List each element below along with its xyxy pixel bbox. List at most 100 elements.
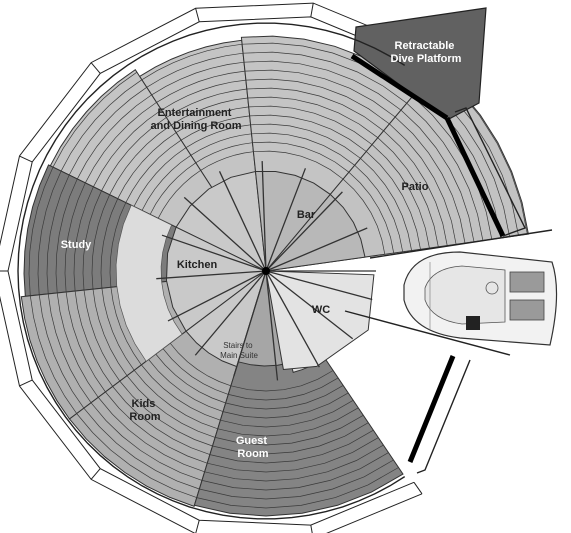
guest-sector-plank bbox=[215, 414, 364, 446]
railing-post-8 bbox=[195, 520, 200, 533]
guest-sector bbox=[193, 269, 404, 517]
entertainment-sector-west-plank bbox=[151, 61, 245, 96]
spoke-beam bbox=[265, 270, 373, 301]
entertainment-sector-plank bbox=[250, 123, 361, 159]
study-sector-plank bbox=[82, 190, 102, 291]
dining-sector-plank bbox=[109, 124, 172, 195]
guest-sector-plank bbox=[217, 407, 359, 437]
guest-sector-plank bbox=[222, 392, 349, 419]
guest-railing bbox=[416, 359, 471, 474]
entertainment-sector-plank bbox=[243, 60, 402, 111]
entertainment-sector-west-plank bbox=[161, 79, 246, 111]
patio-railing bbox=[454, 107, 526, 237]
kids-sector-north-plank bbox=[110, 287, 142, 366]
boat-seat-1 bbox=[509, 271, 545, 293]
dining-sector-plank bbox=[76, 94, 152, 180]
kitchen-label: Kitchen bbox=[177, 259, 218, 271]
spoke-beam bbox=[233, 270, 267, 377]
kids-sector-plank bbox=[133, 370, 218, 430]
guest-wall-east bbox=[407, 355, 456, 463]
entertainment-sector-west-plank bbox=[185, 124, 251, 149]
entertainment-sector-west-plank bbox=[166, 88, 247, 118]
study-sector-plank bbox=[55, 178, 78, 294]
kids-sector-plank bbox=[83, 407, 200, 490]
entertainment-sector-plank bbox=[252, 141, 350, 173]
guest-sector-plank bbox=[230, 370, 334, 392]
patio-sector-plank bbox=[377, 137, 439, 247]
spoke-beam bbox=[194, 270, 267, 356]
stairs-label: Stairs to Main Suite bbox=[220, 341, 258, 360]
railing-post-6 bbox=[19, 379, 33, 387]
dining-sector-plank bbox=[68, 87, 147, 176]
study-sector-plank bbox=[109, 202, 127, 288]
guest-sector-plank bbox=[207, 437, 379, 473]
entertainment-sector-plank bbox=[243, 51, 408, 104]
entertainment-sector-west-plank bbox=[171, 97, 248, 126]
spoke-beam bbox=[265, 227, 368, 272]
spoke-beam bbox=[156, 270, 267, 280]
dining-sector-plank bbox=[93, 109, 162, 187]
railing-post-7 bbox=[90, 468, 101, 480]
wc-label: WC bbox=[312, 304, 330, 316]
guest-sector-plank bbox=[199, 459, 394, 500]
railing-post-1 bbox=[310, 3, 314, 18]
kids-sector-north-plank bbox=[92, 289, 128, 376]
dining-sector-plank bbox=[52, 71, 138, 168]
patio-sector-plank bbox=[354, 165, 404, 252]
entertainment-sector-west-plank bbox=[190, 133, 252, 156]
kids-sector-plank bbox=[76, 413, 197, 498]
bar-label: Bar bbox=[297, 209, 316, 221]
dining-sector-plank bbox=[60, 79, 143, 172]
patio-sector-plank bbox=[348, 171, 395, 254]
bar-sector-east bbox=[264, 193, 366, 272]
entertainment-sector-plank bbox=[244, 69, 396, 118]
boat-wheel bbox=[485, 281, 499, 295]
entertainment-room-label: Entertainment and Dining Room bbox=[150, 107, 241, 132]
kids-sector-north-plank bbox=[38, 294, 85, 409]
spoke-beam bbox=[261, 161, 267, 272]
patio-sector-plank bbox=[342, 178, 386, 255]
kids-sector-plank bbox=[141, 364, 221, 421]
guest-sector-plank bbox=[201, 452, 389, 491]
dining-sector-plank bbox=[149, 162, 196, 215]
patio-sector-plank bbox=[400, 109, 475, 242]
dock-edge-south bbox=[344, 310, 511, 356]
guest-sector-plank bbox=[228, 377, 339, 401]
kids-sector-north-plank bbox=[65, 291, 106, 393]
guest-sector-plank bbox=[204, 444, 384, 482]
spoke-beam bbox=[265, 270, 354, 340]
boat-seat-2 bbox=[509, 299, 545, 321]
kids-sector-plank bbox=[112, 386, 211, 455]
kids-sector-plank bbox=[119, 380, 213, 447]
spoke-beam bbox=[183, 196, 267, 272]
entertainment-sector-west-plank bbox=[180, 115, 250, 141]
dining-sector-plank bbox=[141, 155, 192, 211]
entertainment-sector-plank bbox=[247, 96, 379, 138]
study-sector-plank bbox=[73, 186, 94, 292]
dining-sector-plank bbox=[125, 139, 182, 203]
railing-post-10 bbox=[413, 482, 423, 495]
kids-sector-plank bbox=[126, 375, 216, 438]
entertainment-sector-west-plank bbox=[156, 70, 246, 103]
entertainment-sector-plank bbox=[249, 114, 367, 152]
entertainment-sector-plank bbox=[245, 78, 390, 125]
entertainment-sector-west-plank bbox=[141, 43, 243, 81]
railing-post-4 bbox=[19, 155, 33, 163]
study-sector-plank bbox=[37, 170, 62, 295]
dining-sector-plank bbox=[157, 170, 201, 219]
entertainment-sector-plank bbox=[246, 87, 384, 132]
entertainment-sector-west-plank bbox=[175, 106, 249, 133]
spoke-beam bbox=[265, 270, 320, 368]
kids-sector-north-plank bbox=[74, 291, 113, 387]
dining-sector-plank bbox=[101, 117, 167, 191]
patio-sector-plank bbox=[383, 130, 448, 246]
kids-sector-plank bbox=[148, 359, 224, 412]
kids-sector-plank bbox=[162, 348, 229, 395]
kids-sector-plank bbox=[105, 391, 208, 464]
guest-sector-plank bbox=[225, 385, 344, 410]
patio-wall-east bbox=[444, 116, 506, 238]
patio-sector-plank bbox=[389, 123, 457, 245]
patio-sector-plank bbox=[360, 158, 412, 251]
dining-sector-plank bbox=[133, 147, 187, 207]
dining-sector-plank bbox=[117, 132, 177, 199]
